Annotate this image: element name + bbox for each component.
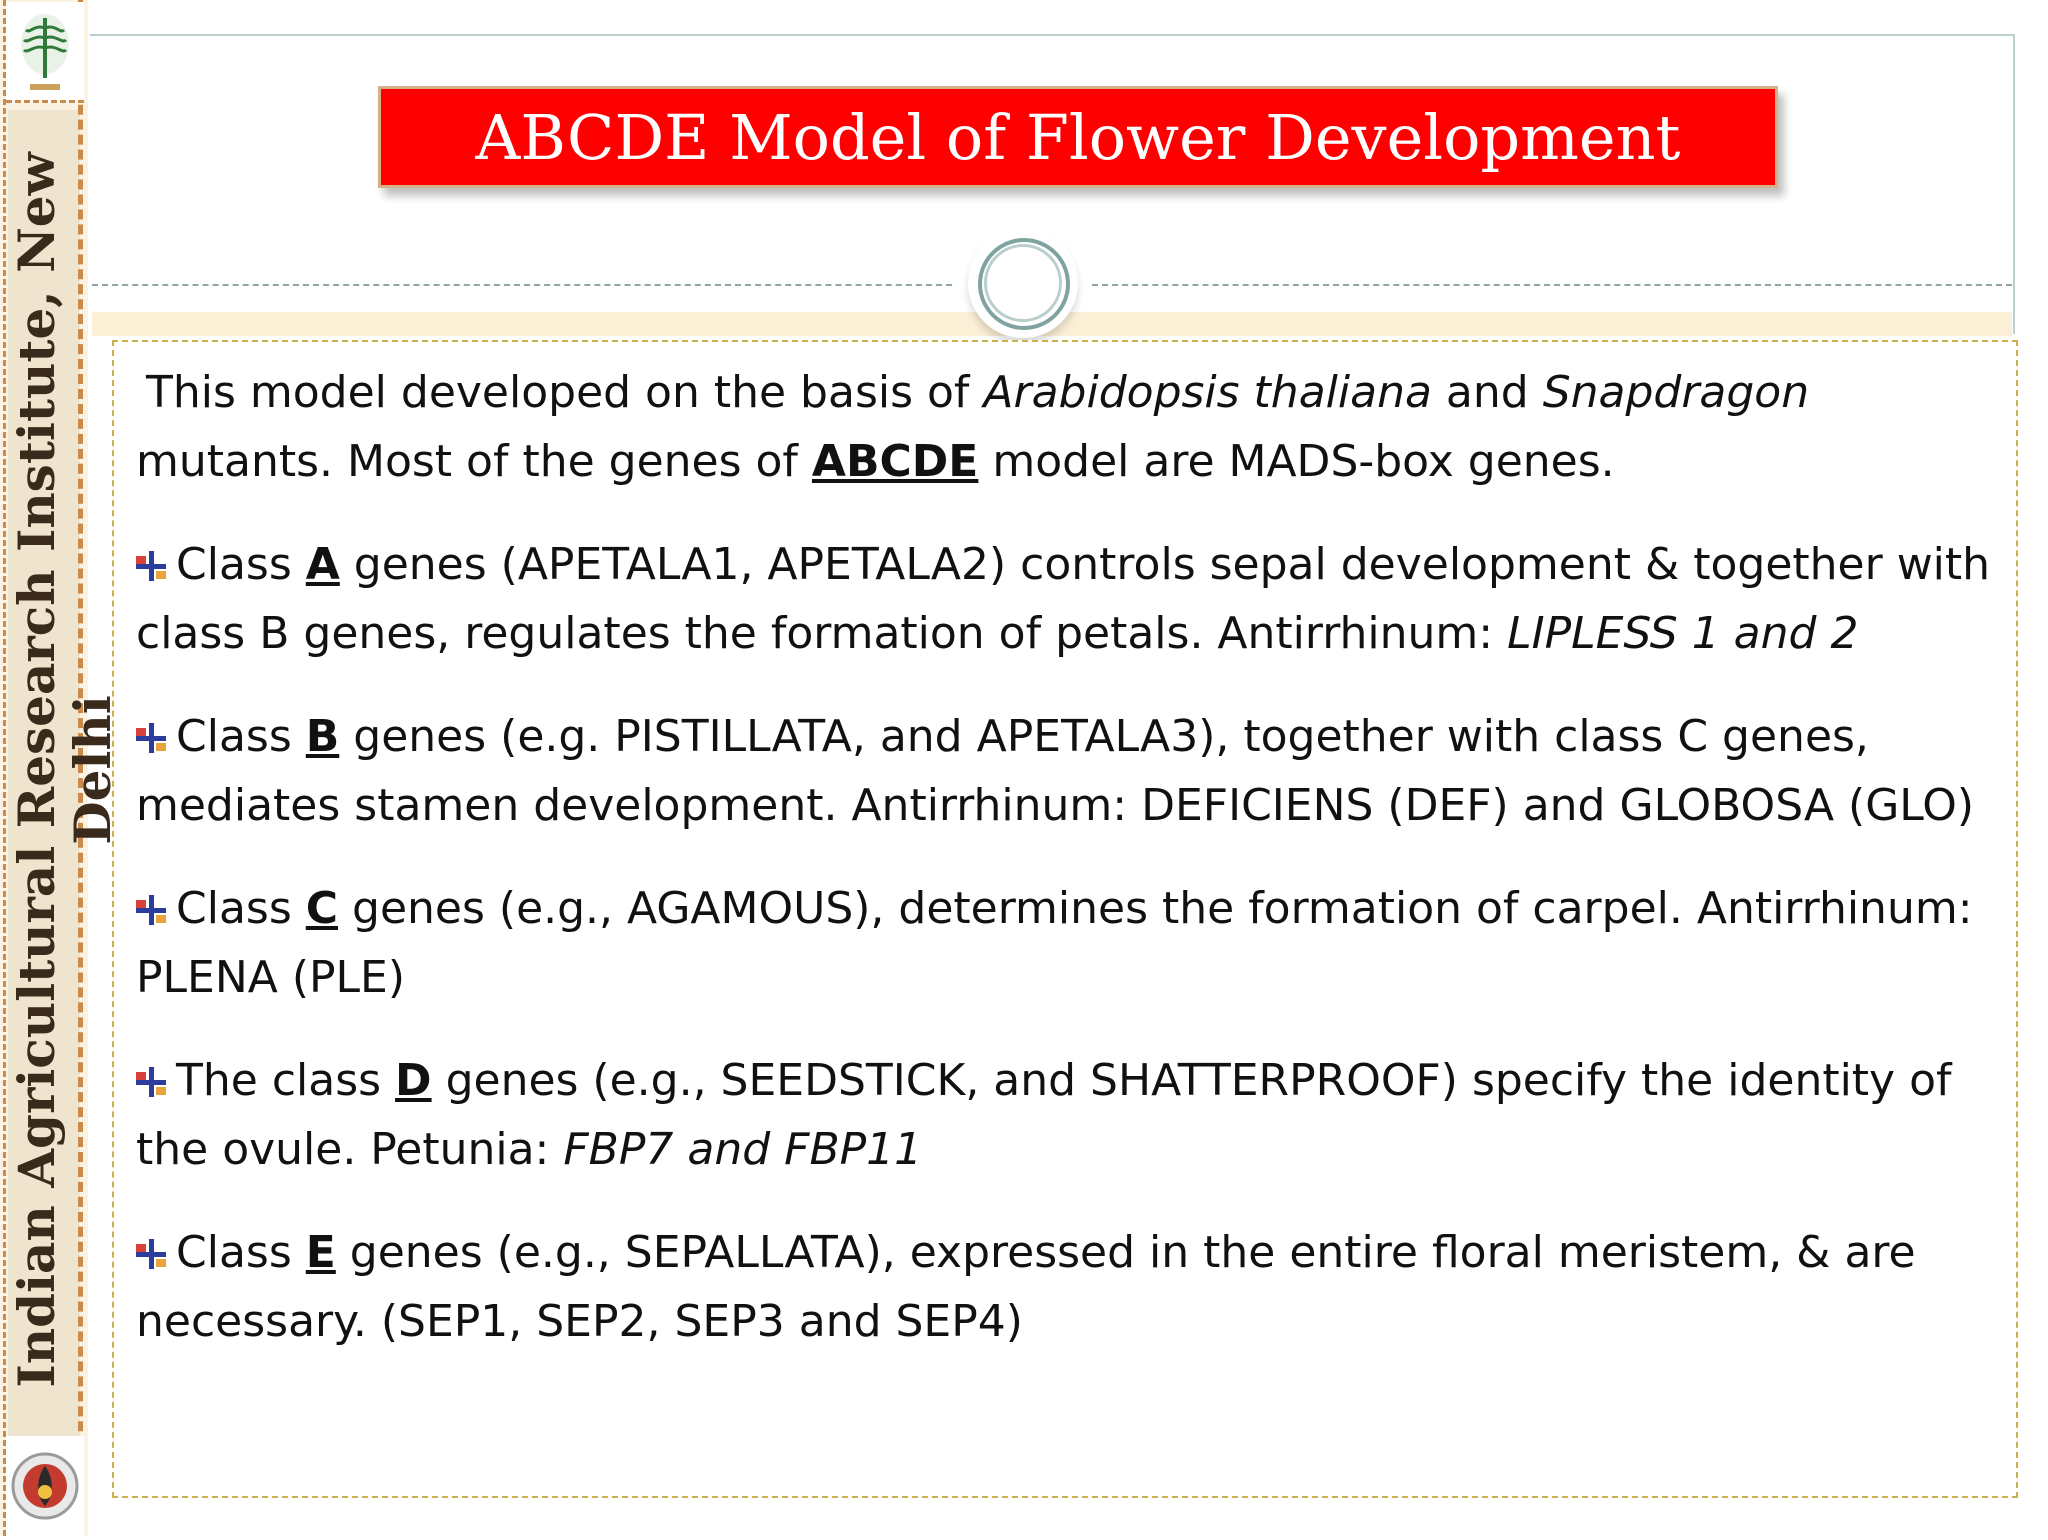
sidebar-dashed-border xyxy=(3,0,83,1536)
ornament-ring-inner xyxy=(984,244,1062,322)
bullet-text: genes (e.g. PISTILLATA, and APETALA3), t… xyxy=(136,711,1975,831)
bullet-prefix: Class xyxy=(176,539,306,590)
title-banner: ABCDE Model of Flower Development xyxy=(378,86,1778,188)
content-box: This model developed on the basis of Ara… xyxy=(112,340,2018,1498)
bullet-prefix: Class xyxy=(176,1227,306,1278)
plus-bullet-icon xyxy=(136,895,166,925)
slide-title: ABCDE Model of Flower Development xyxy=(475,100,1681,174)
bullet-prefix: Class xyxy=(176,711,306,762)
bullet-text: genes (APETALA1, APETALA2) controls sepa… xyxy=(136,539,1991,659)
plus-bullet-icon xyxy=(136,1067,166,1097)
bullet-prefix: The class xyxy=(176,1055,396,1106)
bullet-text: genes (e.g., SEEDSTICK, and SHATTERPROOF… xyxy=(136,1055,1952,1175)
bullet-italic: FBP7 and FBP11 xyxy=(563,1124,923,1175)
plus-bullet-icon xyxy=(136,1239,166,1269)
emblem-logo-icon xyxy=(6,1436,84,1536)
intro-species-1: Arabidopsis thaliana xyxy=(983,367,1432,418)
class-letter: D xyxy=(395,1055,432,1106)
ornament-ring-outer xyxy=(978,238,1070,330)
class-letter: E xyxy=(305,1227,336,1278)
class-letter: C xyxy=(305,883,339,934)
divider-line-left xyxy=(92,284,952,286)
bullet-text: genes (e.g., AGAMOUS), determines the fo… xyxy=(136,883,1973,1003)
intro-text-2: and xyxy=(1431,367,1543,418)
iari-logo-icon xyxy=(6,2,84,103)
intro-paragraph: This model developed on the basis of Ara… xyxy=(136,358,2002,496)
plus-bullet-icon xyxy=(136,551,166,581)
header-frame xyxy=(90,34,2015,334)
bullet-class-a: Class A genes (APETALA1, APETALA2) contr… xyxy=(136,530,2002,668)
plus-bullet-icon xyxy=(136,723,166,753)
intro-text-1: This model developed on the basis of xyxy=(146,367,984,418)
content-text: This model developed on the basis of Ara… xyxy=(136,358,2002,1390)
class-letter: A xyxy=(305,539,340,590)
sidebar-strip xyxy=(8,110,80,1440)
bullet-class-e: Class E genes (e.g., SEPALLATA), express… xyxy=(136,1218,2002,1356)
intro-text-3: mutants. Most of the genes of xyxy=(136,436,812,487)
divider-line-right xyxy=(1092,284,2012,286)
bullet-class-d: The class D genes (e.g., SEEDSTICK, and … xyxy=(136,1046,2002,1184)
left-sidebar xyxy=(0,0,88,1536)
circle-ornament-icon xyxy=(968,228,1078,338)
intro-species-2: Snapdragon xyxy=(1542,367,1810,418)
bullet-prefix: Class xyxy=(176,883,306,934)
bullet-class-b: Class B genes (e.g. PISTILLATA, and APET… xyxy=(136,702,2002,840)
class-letter: B xyxy=(305,711,340,762)
bullet-text: genes (e.g., SEPALLATA), expressed in th… xyxy=(136,1227,1916,1347)
intro-model-name: ABCDE xyxy=(811,436,979,487)
intro-text-4: model are MADS-box genes. xyxy=(978,436,1615,487)
bullet-class-c: Class C genes (e.g., AGAMOUS), determine… xyxy=(136,874,2002,1012)
bullet-italic: LIPLESS 1 and 2 xyxy=(1507,608,1859,659)
